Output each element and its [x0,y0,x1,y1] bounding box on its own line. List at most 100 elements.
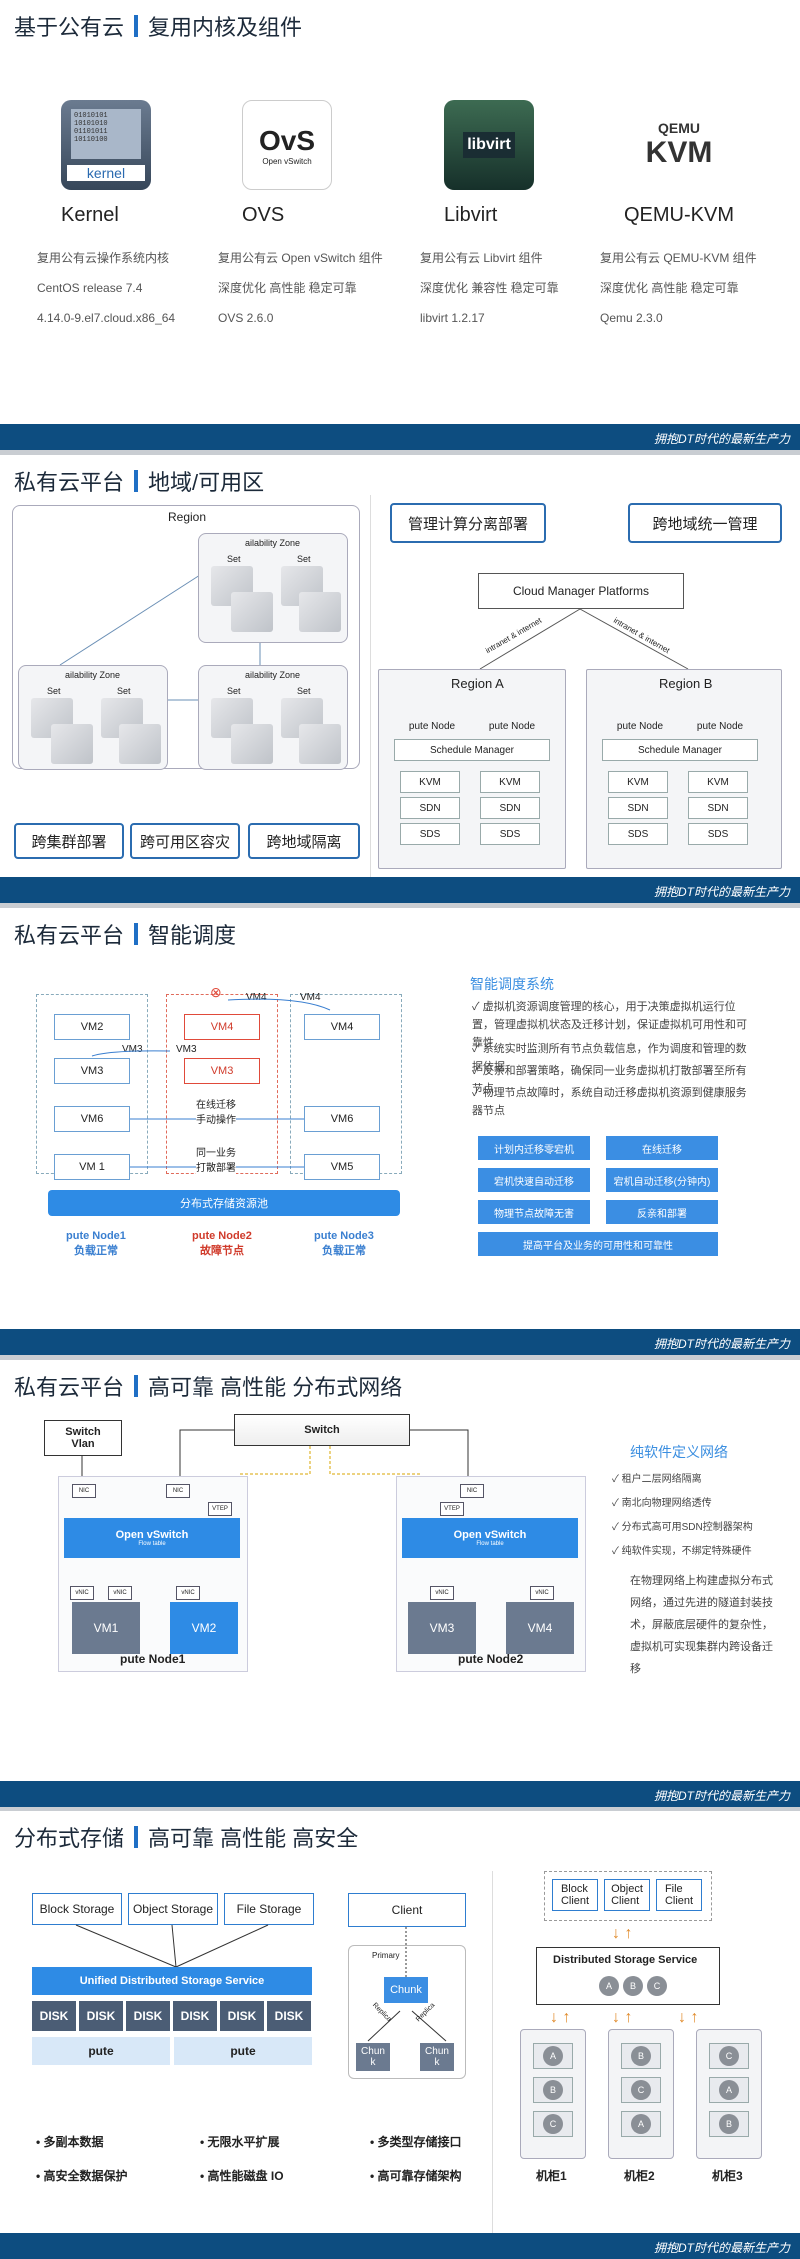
rack-slot [709,2043,749,2069]
feature-item: ✓ 租户二层网络隔离 [612,1474,702,1485]
switch-box: Switch [234,1414,410,1446]
file-storage-box: File Storage [224,1893,314,1925]
feature-button-wide: 提高平台及业务的可用性和可靠性 [478,1232,718,1256]
vm-box: VM3 [54,1058,130,1084]
kernel-logo-text: kernel [67,165,145,181]
feature-item: ✓ 物理节点故障时，系统自动迁移虚拟机资源到健康服务器节点 [472,1087,747,1117]
title-divider [134,470,139,492]
vm-box: VM4 [304,1014,380,1040]
server-cube-icon [51,724,93,764]
kvm-logo-text: KVM [645,136,713,169]
component-qemu-kvm: QEMU KVM QEMU-KVM 复用公有云 QEMU-KVM 组件 深度优化… [600,100,780,333]
node-name: pute Node3 [314,1230,374,1242]
chunk-group-box [348,1945,466,2079]
title-main: 私有云平台 [14,1375,125,1400]
vm-box: VM6 [54,1106,130,1132]
component-cell: SDS [480,823,540,845]
component-line: 深度优化 兼容性 稳定可靠 [420,281,559,295]
rack-replica-circle: C [719,2046,739,2066]
node1-label: pute Node1 [120,1652,186,1666]
title-sub: 复用内核及组件 [148,15,303,40]
component-cell: KVM [608,771,668,793]
component-line: 复用公有云操作系统内核 [37,251,170,265]
object-client-box: Object Client [604,1879,650,1911]
zone-label: ailability Zone [245,670,301,680]
network-title: 纯软件定义网络 [630,1444,728,1460]
disk-block: DISK [173,2001,217,2031]
component-cell: SDN [400,797,460,819]
region-label: Region [168,510,207,524]
zone-label: ailability Zone [245,538,301,548]
replica-circle: A [599,1976,619,1996]
slide-footer: 拥抱DT时代的最新生产力 [0,2233,800,2259]
component-line: 复用公有云 Libvirt 组件 [420,251,543,265]
node-status: 负载正常 [73,1245,118,1257]
set-label: Set [227,554,241,564]
feature-button: 物理节点故障无害 [478,1200,590,1224]
component-name: QEMU-KVM [624,204,734,226]
node2-label: pute Node2 [458,1652,524,1666]
footer-slogan: 拥抱DT时代的最新生产力 [654,2241,790,2255]
component-line: 复用公有云 QEMU-KVM 组件 [600,251,757,265]
ovs-label: Open vSwitch [453,1529,527,1541]
rack-label: 机柜3 [712,2169,743,2183]
system-title: 智能调度系统 [470,976,554,992]
slide-title: 基于公有云复用内核及组件 [14,10,302,42]
replica-chunk: Chun k [356,2043,390,2071]
vm-block: VM1 [72,1602,140,1654]
dss-box: Distributed Storage Service A B C [536,1947,720,2005]
compute-pool-box: pute [174,2037,312,2065]
dss-label: Distributed Storage Service [553,1954,698,1966]
component-line: OVS 2.6.0 [218,311,274,325]
footer-slogan: 拥抱DT时代的最新生产力 [654,1337,790,1351]
rack-replica-circle: B [719,2114,739,2134]
nic-port: NIC [166,1484,190,1498]
bullet-text: 高性能磁盘 IO [207,2169,284,2183]
node-label: pute Node [696,720,744,732]
title-divider [134,923,139,945]
rack3-arrow-icon: ↓ ↑ [678,2009,699,2026]
object-storage-box: Object Storage [128,1893,218,1925]
migrate-label: VM3 [122,1044,143,1055]
qemu-kvm-logo-icon: QEMU KVM [624,100,734,190]
tag-cross-region-isolation: 跨地域隔离 [248,823,360,859]
component-cell: SDN [688,797,748,819]
component-libvirt: libvirt Libvirt 复用公有云 Libvirt 组件 深度优化 兼容… [420,100,600,333]
component-line: 复用公有云 Open vSwitch 组件 [218,251,383,265]
feature-bullet: • 多副本数据 [36,2135,104,2149]
storage-links [75,1924,269,1968]
footer-slogan: 拥抱DT时代的最新生产力 [654,432,790,446]
title-divider [134,15,139,37]
libvirt-logo-icon: libvirt [444,100,534,190]
component-name: OVS [242,204,285,226]
node-status: 负载正常 [321,1245,366,1257]
network-description: 在物理网络上构建虚拟分布式网络，通过先进的隧道封装技术，屏蔽底层硬件的复杂性，虚… [630,1575,773,1675]
rack-replica-circle: A [543,2046,563,2066]
bullet-text: 多类型存储接口 [377,2135,462,2149]
feature-bullet: • 高可靠存储架构 [370,2169,462,2183]
component-cell: KVM [400,771,460,793]
cmp-links [479,608,689,670]
feature-item: ✓ 虚拟机资源调度管理的核心，用于决策虚拟机运行位置，管理虚拟机状态及迁移计划，… [472,1001,747,1049]
title-divider [134,1375,139,1397]
feature-bullet: • 多类型存储接口 [370,2135,462,2149]
title-divider [134,1826,139,1848]
component-cell: SDN [480,797,540,819]
set-label: Set [297,554,311,564]
set-label: Set [227,686,241,696]
rack-replica-circle: A [631,2114,651,2134]
availability-zone: ailability Zone Set Set [198,665,348,770]
component-cell: KVM [480,771,540,793]
component-cell: SDS [400,823,460,845]
disk-block: DISK [220,2001,264,2031]
flow-table-label: Flow table [138,1541,166,1547]
footer-slogan: 拥抱DT时代的最新生产力 [654,1789,790,1803]
bullet-text: 高可靠存储架构 [377,2169,462,2183]
title-main: 私有云平台 [14,470,125,495]
slide-title: 分布式存储高可靠 高性能 高安全 [14,1821,358,1853]
slide-footer: 拥抱DT时代的最新生产力 [0,877,800,903]
component-line: 4.14.0-9.el7.cloud.x86_64 [37,311,176,325]
replica-chunk: Chun k [420,2043,454,2071]
